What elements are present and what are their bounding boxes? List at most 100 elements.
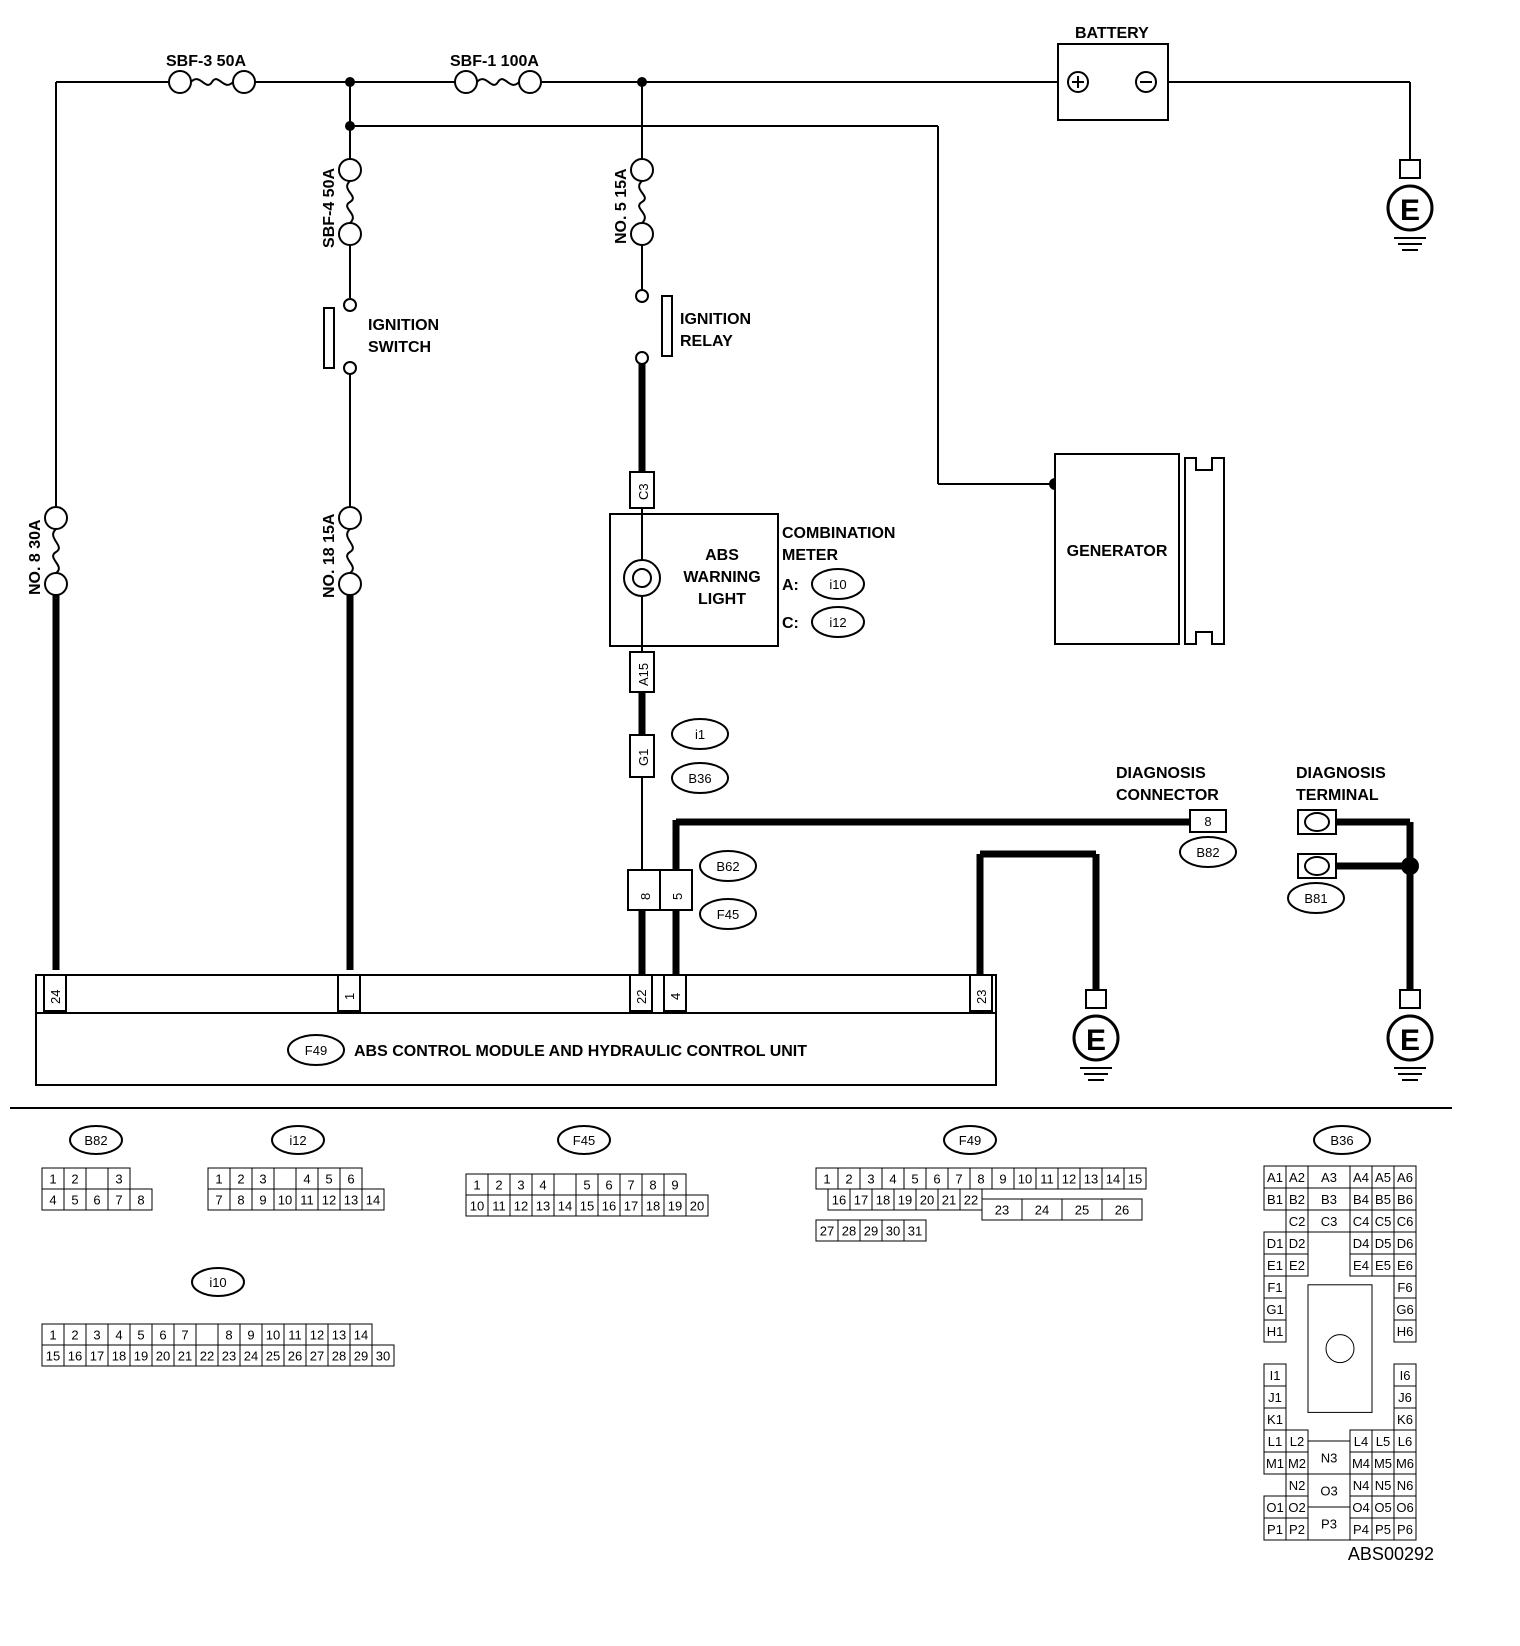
ignition-switch-label-1: IGNITION xyxy=(368,317,439,334)
meter-pin-c3: C3 xyxy=(636,483,651,500)
mid-pin-8: 8 xyxy=(638,893,653,900)
pin-label: P1 xyxy=(1267,1522,1283,1537)
pin-label: 1 xyxy=(473,1178,480,1193)
module-pin-4: 4 xyxy=(663,974,687,1012)
pin-label: 14 xyxy=(558,1199,572,1214)
ground-label: E xyxy=(1400,194,1420,227)
pin-cell xyxy=(1123,1167,1147,1190)
pin-label: L6 xyxy=(1398,1434,1412,1449)
pin-label: 5 xyxy=(325,1172,332,1187)
warning-light-label-2: WARNING xyxy=(683,569,760,586)
pin-label: 22 xyxy=(200,1349,214,1364)
pin-label: P6 xyxy=(1397,1522,1413,1537)
fuse-sbf3: SBF-3 50A xyxy=(166,53,256,94)
pin-label: 5 xyxy=(911,1172,918,1187)
pin-label: 4 xyxy=(115,1328,122,1343)
diagnosis-terminal: DIAGNOSIS TERMINAL B81 xyxy=(1287,765,1419,990)
pin-label: 12 xyxy=(514,1199,528,1214)
pin-label: 12 xyxy=(322,1193,336,1208)
module-pin-23: 23 xyxy=(969,974,993,1012)
pin-label: 18 xyxy=(646,1199,660,1214)
power-bus xyxy=(55,77,1411,515)
pin-label: 4 xyxy=(889,1172,896,1187)
fuse-no8-label: NO. 8 30A xyxy=(27,519,44,595)
pin-label: 8 xyxy=(225,1328,232,1343)
pin-label: 3 xyxy=(93,1328,100,1343)
pin-cell xyxy=(273,1167,297,1190)
pin-label: A2 xyxy=(1289,1170,1305,1185)
pin-cell xyxy=(1101,1198,1143,1221)
pin-label: E5 xyxy=(1375,1258,1391,1273)
figure-id: ABS00292 xyxy=(1348,1544,1434,1564)
pin-label: A5 xyxy=(1375,1170,1391,1185)
conn-c-tag: i12 xyxy=(829,615,846,630)
diag-term-title-2: TERMINAL xyxy=(1296,787,1379,804)
pin-label: B6 xyxy=(1397,1192,1413,1207)
pin-label: D1 xyxy=(1267,1236,1284,1251)
pin-label: 10 xyxy=(278,1193,292,1208)
module-tag: F49 xyxy=(305,1043,327,1058)
pin-cell xyxy=(1307,1506,1351,1541)
pin-label: 17 xyxy=(854,1193,868,1208)
pin-label: M2 xyxy=(1288,1456,1306,1471)
pin-label: C3 xyxy=(1321,1214,1338,1229)
pin-label: 22 xyxy=(964,1193,978,1208)
module-pin-22: 22 xyxy=(629,974,653,1012)
pin-label: 15 xyxy=(46,1349,60,1364)
pin-label: M4 xyxy=(1352,1456,1370,1471)
pin-label: B3 xyxy=(1321,1192,1337,1207)
pin-label: O2 xyxy=(1288,1500,1305,1515)
ignition-relay-label-1: IGNITION xyxy=(680,311,751,328)
svg-text:1: 1 xyxy=(342,993,357,1000)
pin-label: 10 xyxy=(470,1199,484,1214)
pin-label: 20 xyxy=(920,1193,934,1208)
diag-conn-pin: 8 xyxy=(1204,814,1211,829)
pin-label: C4 xyxy=(1353,1214,1370,1229)
diagnosis-connector: DIAGNOSIS CONNECTOR 8 B82 xyxy=(1116,765,1237,868)
pin-label: 14 xyxy=(1106,1172,1120,1187)
pin-cell xyxy=(1307,1209,1351,1233)
pin-label: 29 xyxy=(354,1349,368,1364)
pin-label: 5 xyxy=(583,1178,590,1193)
ground-module: E xyxy=(1072,989,1120,1081)
ignition-relay-label-2: RELAY xyxy=(680,333,733,350)
pin-label: 30 xyxy=(886,1224,900,1239)
pin-label: 13 xyxy=(536,1199,550,1214)
pin-label: 15 xyxy=(580,1199,594,1214)
pin-label: P2 xyxy=(1289,1522,1305,1537)
mid-pin-5: 5 xyxy=(670,893,685,900)
pin-label: N4 xyxy=(1353,1478,1370,1493)
module-pin-1: 1 xyxy=(337,974,361,1012)
pin-label: 13 xyxy=(332,1328,346,1343)
pin-label: 24 xyxy=(1035,1203,1049,1218)
warning-light-icon xyxy=(623,559,661,597)
battery: BATTERY xyxy=(1057,25,1169,121)
pin-label: D2 xyxy=(1289,1236,1306,1251)
module-pin-24: 24 xyxy=(43,974,67,1012)
pin-label: 26 xyxy=(1115,1203,1129,1218)
pin-label: 6 xyxy=(159,1328,166,1343)
pin-cell xyxy=(685,1194,709,1217)
pin-label: 29 xyxy=(864,1224,878,1239)
warning-light-label-3: LIGHT xyxy=(698,591,746,608)
pin-label: 10 xyxy=(1018,1172,1032,1187)
pin-label: E6 xyxy=(1397,1258,1413,1273)
svg-text:4: 4 xyxy=(668,993,683,1000)
ground-battery: E xyxy=(1386,159,1434,251)
view-b36: A1B1D1E1F1G1H1I1J1K1L1M1O1P1A2B2C2D2E2L2… xyxy=(1263,1165,1417,1541)
pin-label: 18 xyxy=(876,1193,890,1208)
pin-label: 27 xyxy=(310,1349,324,1364)
meter-branch: NO. 5 15A IGNITION RELAY C3 ABS WARNING … xyxy=(609,158,1198,975)
pin-label: A3 xyxy=(1321,1170,1337,1185)
meter-pin-a15: A15 xyxy=(636,663,651,686)
pin-label: O6 xyxy=(1396,1500,1413,1515)
ignition-switch-branch: SBF-4 50A IGNITION SWITCH NO. 18 15A xyxy=(321,158,439,970)
pin-label: 21 xyxy=(178,1349,192,1364)
pin-label: J1 xyxy=(1268,1390,1282,1405)
pin-label: D5 xyxy=(1375,1236,1392,1251)
pin-label: 4 xyxy=(303,1172,310,1187)
pin-label: H6 xyxy=(1397,1324,1414,1339)
pin-label: M5 xyxy=(1374,1456,1392,1471)
